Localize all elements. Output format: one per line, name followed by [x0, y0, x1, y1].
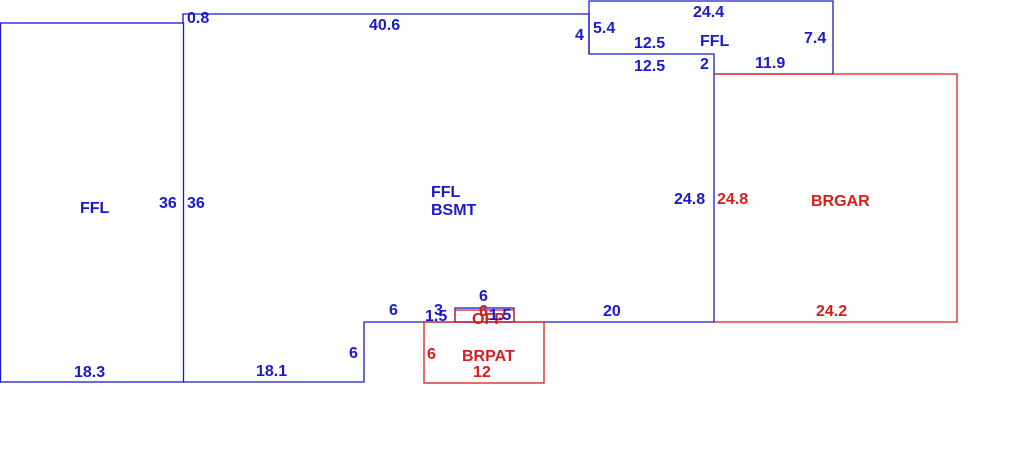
dim-upper-inner-bottom: 12.5: [634, 58, 665, 75]
dim-garage-bottom: 24.2: [816, 303, 847, 320]
left-ffl-label: FFL: [80, 200, 110, 217]
dim-stoop-top: 6: [479, 288, 488, 305]
garage-outline: [714, 73, 958, 323]
main-bsmt-outline: [182, 13, 715, 383]
dim-notch-top: 6: [389, 302, 398, 319]
left-ffl-outline: [0, 22, 185, 383]
dim-garage-left: 24.8: [717, 191, 748, 208]
main-bsmt-label: BSMT: [431, 202, 477, 219]
main-ffl-label: FFL: [431, 184, 461, 201]
dim-upper-top: 24.4: [693, 4, 724, 21]
dim-main-top-gap: 0.8: [187, 10, 209, 27]
patio-label: BRPAT: [462, 348, 515, 365]
upper-ffl-label: FFL: [700, 33, 730, 50]
dim-main-right: 24.8: [674, 191, 705, 208]
dim-stoop-side-b: 1.5: [489, 307, 511, 324]
dim-upper-right: 7.4: [804, 30, 826, 47]
dim-step-a: 3: [434, 302, 443, 319]
dim-upper-left-a: 4: [575, 27, 584, 44]
dim-main-top: 40.6: [369, 17, 400, 34]
dim-notch-side: 6: [349, 345, 358, 362]
garage-label: BRGAR: [811, 193, 870, 210]
patio-outline: [423, 321, 545, 384]
dim-upper-bottom: 11.9: [755, 55, 785, 72]
dim-patio-side: 6: [427, 346, 436, 363]
dim-patio-bottom: 12: [473, 364, 491, 381]
dim-left-right: 36: [159, 195, 177, 212]
dim-main-bottom-right: 20: [603, 303, 621, 320]
dim-left-bottom: 18.3: [74, 364, 105, 381]
dim-upper-left-b: 5.4: [593, 20, 615, 37]
dim-upper-inner-top: 12.5: [634, 35, 665, 52]
stoop-label: OFP: [472, 311, 505, 328]
dim-step-b: 1.5: [425, 308, 447, 325]
dim-main-left: 36: [187, 195, 205, 212]
dim-upper-step: 2: [700, 56, 709, 73]
dim-main-bottom-left: 18.1: [256, 363, 287, 380]
stoop-addition-outline: [454, 309, 515, 322]
dim-stoop-side-a: 6: [479, 303, 488, 320]
